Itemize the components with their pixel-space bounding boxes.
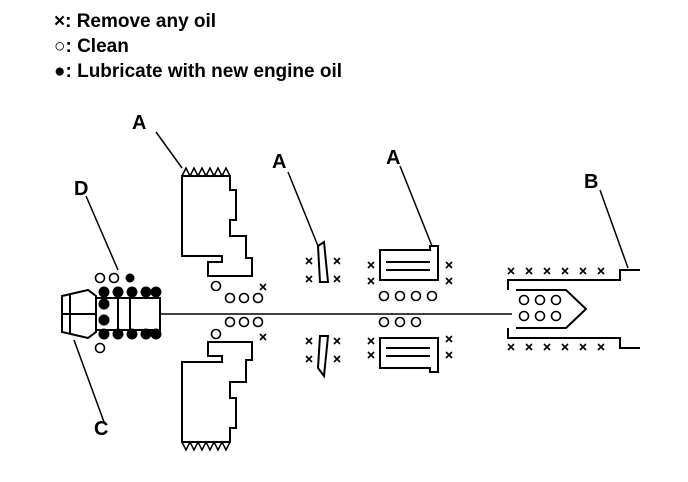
- leader-b: [599, 189, 629, 269]
- hub-lower: [379, 337, 439, 373]
- callout-a-pulley: A: [132, 112, 147, 134]
- pulley-bolt: [61, 288, 161, 340]
- crank-pulley-upper: [181, 166, 253, 277]
- callout-d: D: [74, 178, 89, 200]
- legend-clean-text: ○: Clean: [54, 36, 129, 57]
- leader-a2: [287, 171, 319, 247]
- remove-oil-marks: [259, 257, 605, 363]
- leader-d: [85, 195, 119, 271]
- legend-clean: ○: Clean: [54, 34, 342, 59]
- leader-c: [73, 339, 105, 423]
- legend: ×: Remove any oil ○: Clean ●: Lubricate …: [54, 9, 342, 84]
- lubricate-marks: [98, 273, 162, 340]
- washer-lower: [316, 335, 330, 379]
- callout-a-hub: A: [386, 147, 401, 169]
- leader-a1: [155, 131, 183, 169]
- cross-marks-crankshaft: [507, 267, 605, 351]
- legend-remove-oil: ×: Remove any oil: [54, 9, 342, 34]
- callout-b-crankshaft: B: [584, 171, 599, 193]
- callout-a-washer: A: [272, 151, 287, 173]
- crankshaft-nose: [516, 289, 588, 329]
- callout-c-bolt: C: [94, 418, 109, 440]
- legend-lubricate: ●: Lubricate with new engine oil: [54, 59, 342, 84]
- clean-marks: [94, 272, 562, 354]
- crankshaft-lower: [507, 328, 640, 349]
- washer-upper: [316, 240, 330, 283]
- cross-marks-hub: [367, 261, 453, 359]
- hub-upper: [379, 245, 439, 281]
- cross-marks-pulley: [259, 283, 267, 341]
- crank-pulley-lower: [181, 341, 253, 452]
- crankshaft-upper: [507, 269, 640, 290]
- legend-lubricate-text: ●: Lubricate with new engine oil: [54, 61, 343, 82]
- legend-remove-oil-text: ×: Remove any oil: [54, 11, 217, 32]
- cross-marks-washer: [305, 257, 341, 363]
- leader-a3: [399, 165, 433, 247]
